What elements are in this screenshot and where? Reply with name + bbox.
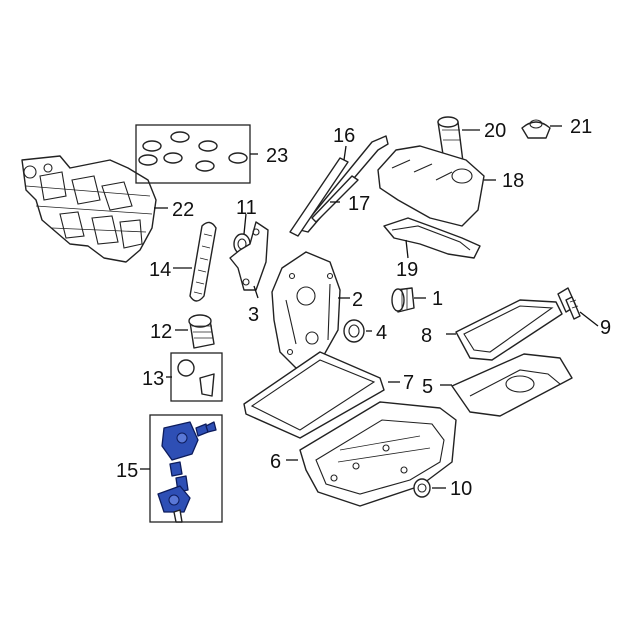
timing-cover-part[interactable] [271, 251, 341, 369]
intake-gasket-set-part[interactable] [135, 124, 251, 184]
intake-manifold-part[interactable] [21, 155, 157, 263]
callout-1: 1 [432, 288, 443, 310]
callout-23: 23 [266, 145, 288, 167]
lower-oil-pan-part[interactable] [451, 353, 573, 417]
filter-adapter-part[interactable] [170, 352, 223, 402]
valve-cover-part[interactable] [377, 145, 485, 227]
crank-seal-part[interactable] [343, 319, 365, 343]
drain-plug-part[interactable] [413, 478, 431, 498]
callout-15: 15 [116, 460, 138, 482]
callout-19: 19 [396, 259, 418, 281]
callout-9: 9 [600, 317, 611, 339]
callout-6: 6 [270, 451, 281, 473]
callout-22: 22 [172, 199, 194, 221]
callout-16: 16 [333, 125, 355, 147]
dipstick-tube-part[interactable] [289, 157, 359, 237]
callout-8: 8 [421, 325, 432, 347]
callout-14: 14 [149, 259, 171, 281]
leader-lines [140, 125, 599, 489]
callout-4: 4 [376, 322, 387, 344]
oil-pump-part[interactable] [149, 414, 223, 523]
callout-11: 11 [236, 197, 257, 219]
oil-filter-part[interactable] [188, 314, 215, 349]
callout-21: 21 [570, 116, 592, 138]
callout-5: 5 [422, 376, 433, 398]
callout-2: 2 [352, 289, 363, 311]
callout-18: 18 [502, 170, 524, 192]
timing-chain-part[interactable] [189, 221, 217, 302]
callout-17: 17 [348, 193, 370, 215]
callout-13: 13 [142, 368, 164, 390]
chain-guide-part[interactable] [229, 221, 269, 291]
drain-bolt-part[interactable] [557, 287, 581, 320]
callout-20: 20 [484, 120, 506, 142]
valve-cover-gasket-part[interactable] [383, 217, 481, 259]
oil-pan-gasket-part[interactable] [455, 299, 563, 361]
callout-12: 12 [150, 321, 172, 343]
crank-sprocket-part[interactable] [391, 287, 415, 313]
callout-10: 10 [450, 478, 472, 500]
oil-pan-part[interactable] [299, 401, 457, 507]
callout-7: 7 [403, 372, 414, 394]
callout-3: 3 [248, 304, 259, 326]
oil-filler-cap-part[interactable] [521, 119, 551, 139]
upper-pan-gasket-part[interactable] [243, 351, 385, 439]
